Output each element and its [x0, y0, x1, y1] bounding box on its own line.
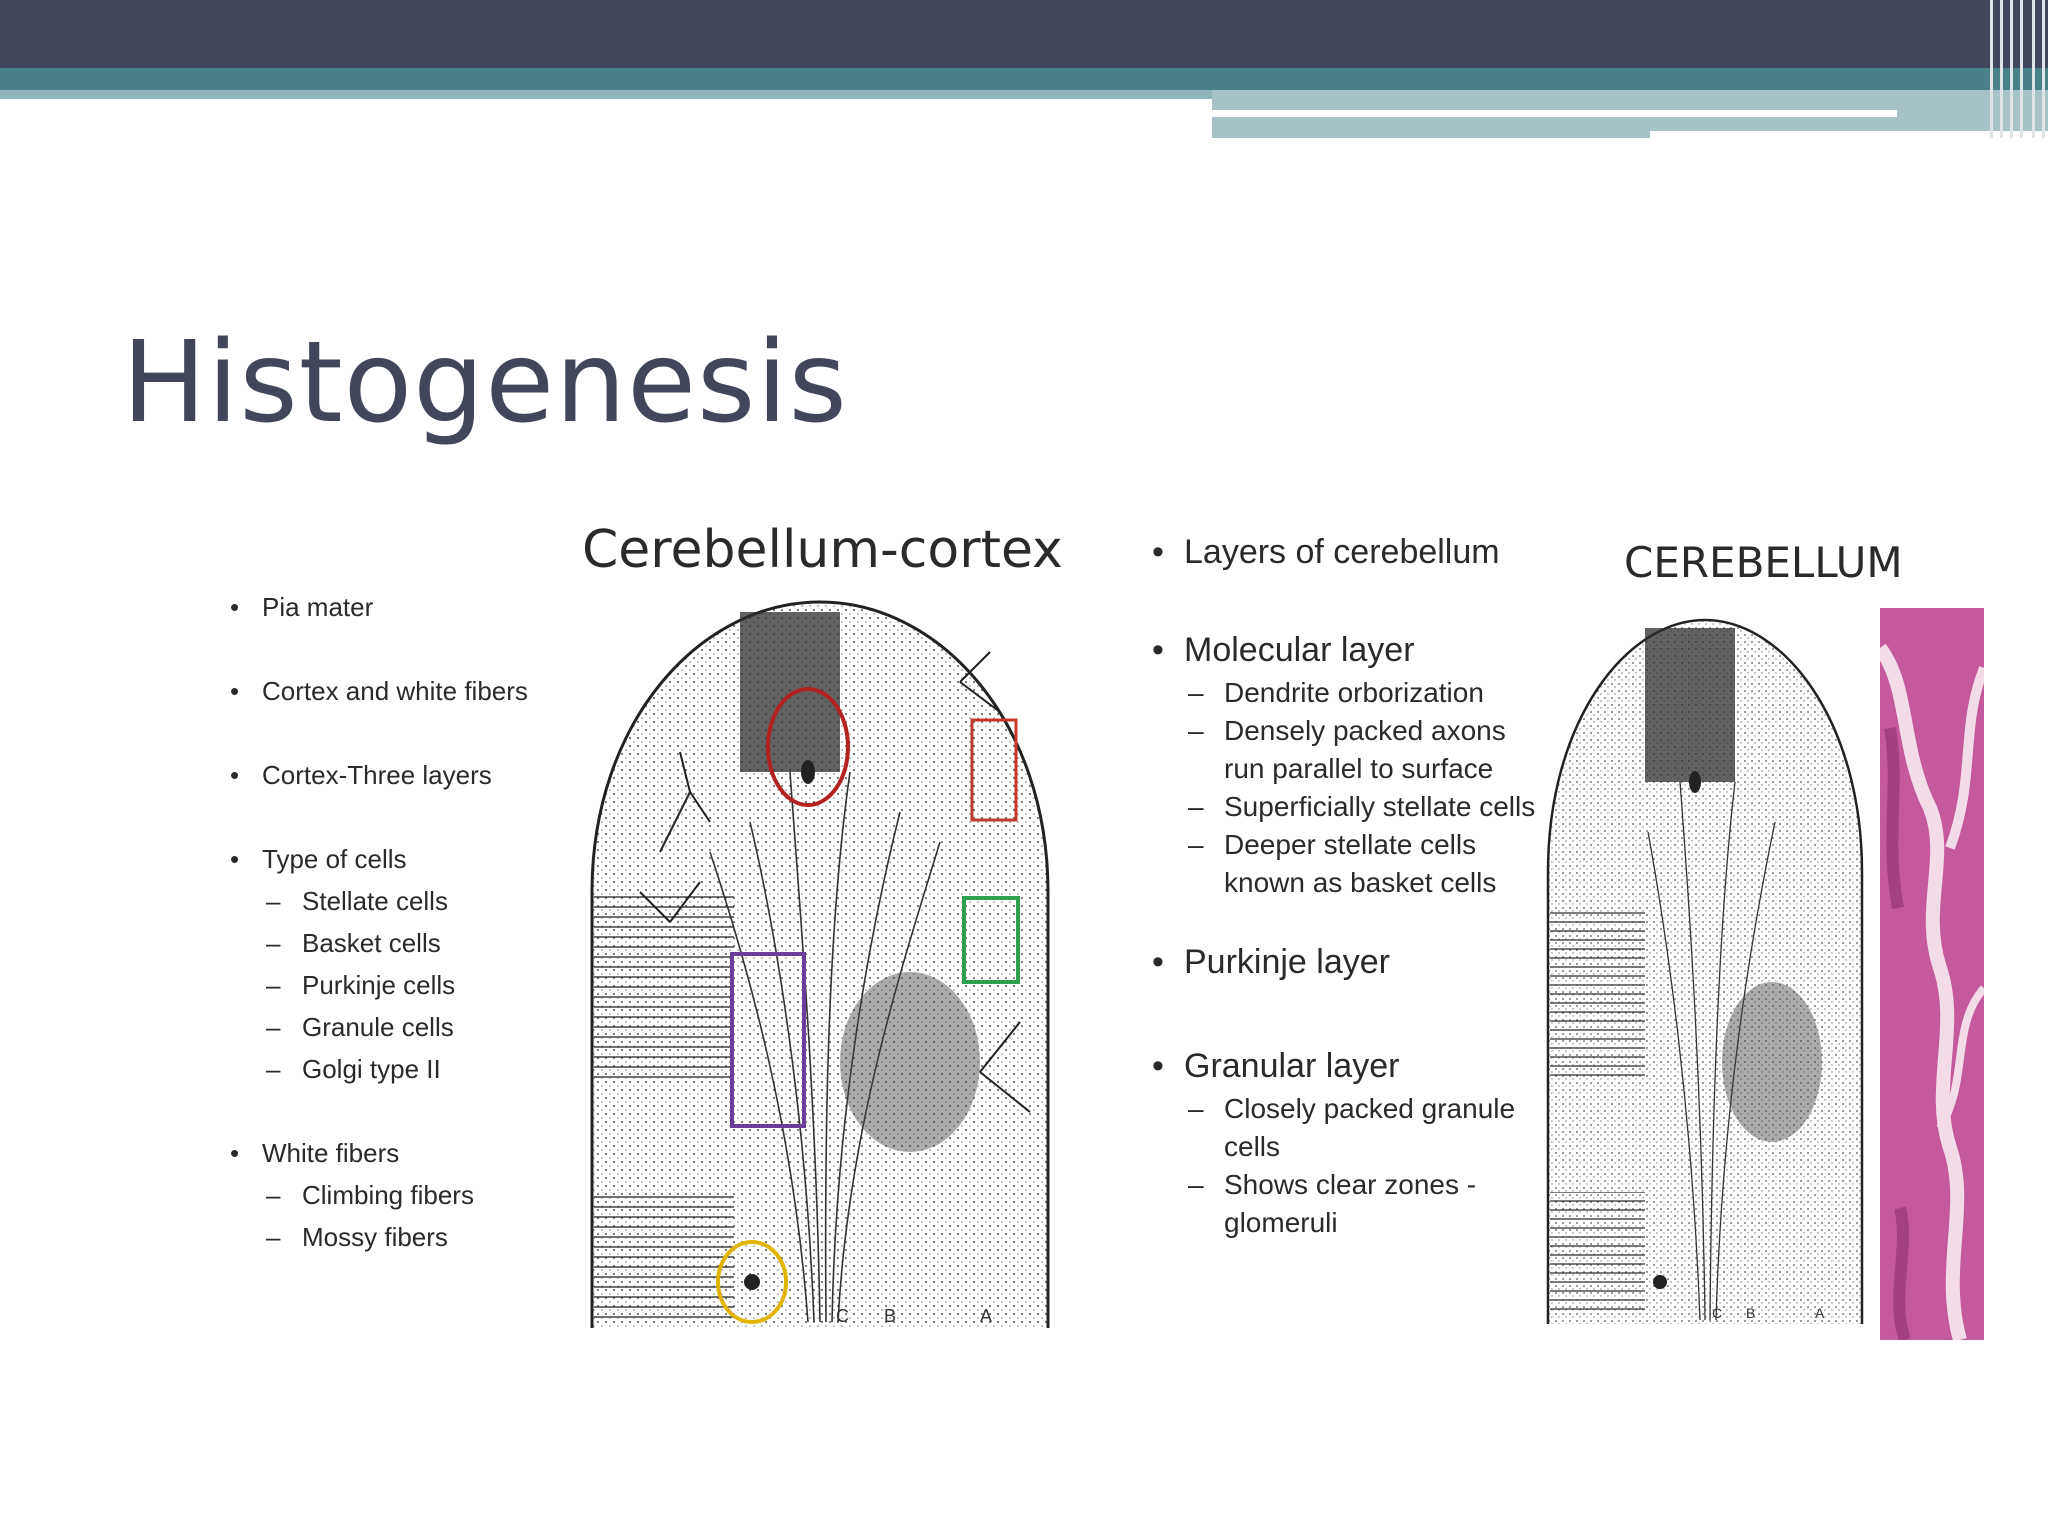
list-item: Molecular layer [1150, 626, 1550, 674]
sub-list-item: Mossy fibers [266, 1216, 558, 1258]
header-accent-band [0, 68, 2048, 90]
list-item: White fibers [228, 1132, 558, 1174]
sub-list-item: Stellate cells [266, 880, 558, 922]
figure-marker-label: B [884, 1306, 896, 1326]
sub-list-item: Granule cells [266, 1006, 558, 1048]
sub-list-item: Basket cells [266, 922, 558, 964]
list-item: Granular layer [1150, 1042, 1550, 1090]
figure-marker-label: A [1815, 1305, 1825, 1321]
cerebellum-illustration: C B A [1546, 618, 1864, 1324]
header-bar [0, 0, 2048, 68]
slide-title: Histogenesis [122, 318, 848, 448]
header-accent-line [0, 90, 1212, 99]
header-divider-line [1212, 110, 1897, 117]
sub-list-item: Purkinje cells [266, 964, 558, 1006]
cell-types-list: Pia mater Cortex and white fibers Cortex… [228, 586, 558, 1258]
figure-marker-label: C [1712, 1305, 1722, 1321]
list-item: Cortex-Three layers [228, 754, 558, 796]
figure-marker-label: C [836, 1306, 849, 1326]
cerebellum-cortex-illustration: C B A [590, 600, 1050, 1328]
sub-list-item: Deeper stellate cells known as basket ce… [1188, 826, 1550, 902]
header-divider-line [1650, 131, 2048, 138]
figure-marker-label: B [1746, 1305, 1755, 1321]
sub-list-item: Superficially stellate cells [1188, 788, 1550, 826]
list-item: Purkinje layer [1150, 938, 1550, 986]
sub-list-item: Densely packed axons run parallel to sur… [1188, 712, 1550, 788]
histology-micrograph [1880, 608, 1984, 1340]
figure-marker-label: A [980, 1306, 992, 1326]
sub-list-item: Climbing fibers [266, 1174, 558, 1216]
list-item: Type of cells [228, 838, 558, 880]
figure-caption: Cerebellum-cortex [582, 520, 1063, 580]
sub-list-item: Dendrite orborization [1188, 674, 1550, 712]
list-item: Pia mater [228, 586, 558, 628]
sub-list-item: Shows clear zones - glomeruli [1188, 1166, 1550, 1242]
list-item: Cortex and white fibers [228, 670, 558, 712]
figure-caption: CEREBELLUM [1624, 538, 1903, 587]
sub-list-item: Closely packed granule cells [1188, 1090, 1550, 1166]
layers-list: Layers of cerebellum Molecular layer Den… [1150, 528, 1550, 1242]
sub-list-item: Golgi type II [266, 1048, 558, 1090]
header-stripes [1984, 0, 2048, 138]
list-item: Layers of cerebellum [1150, 528, 1550, 576]
